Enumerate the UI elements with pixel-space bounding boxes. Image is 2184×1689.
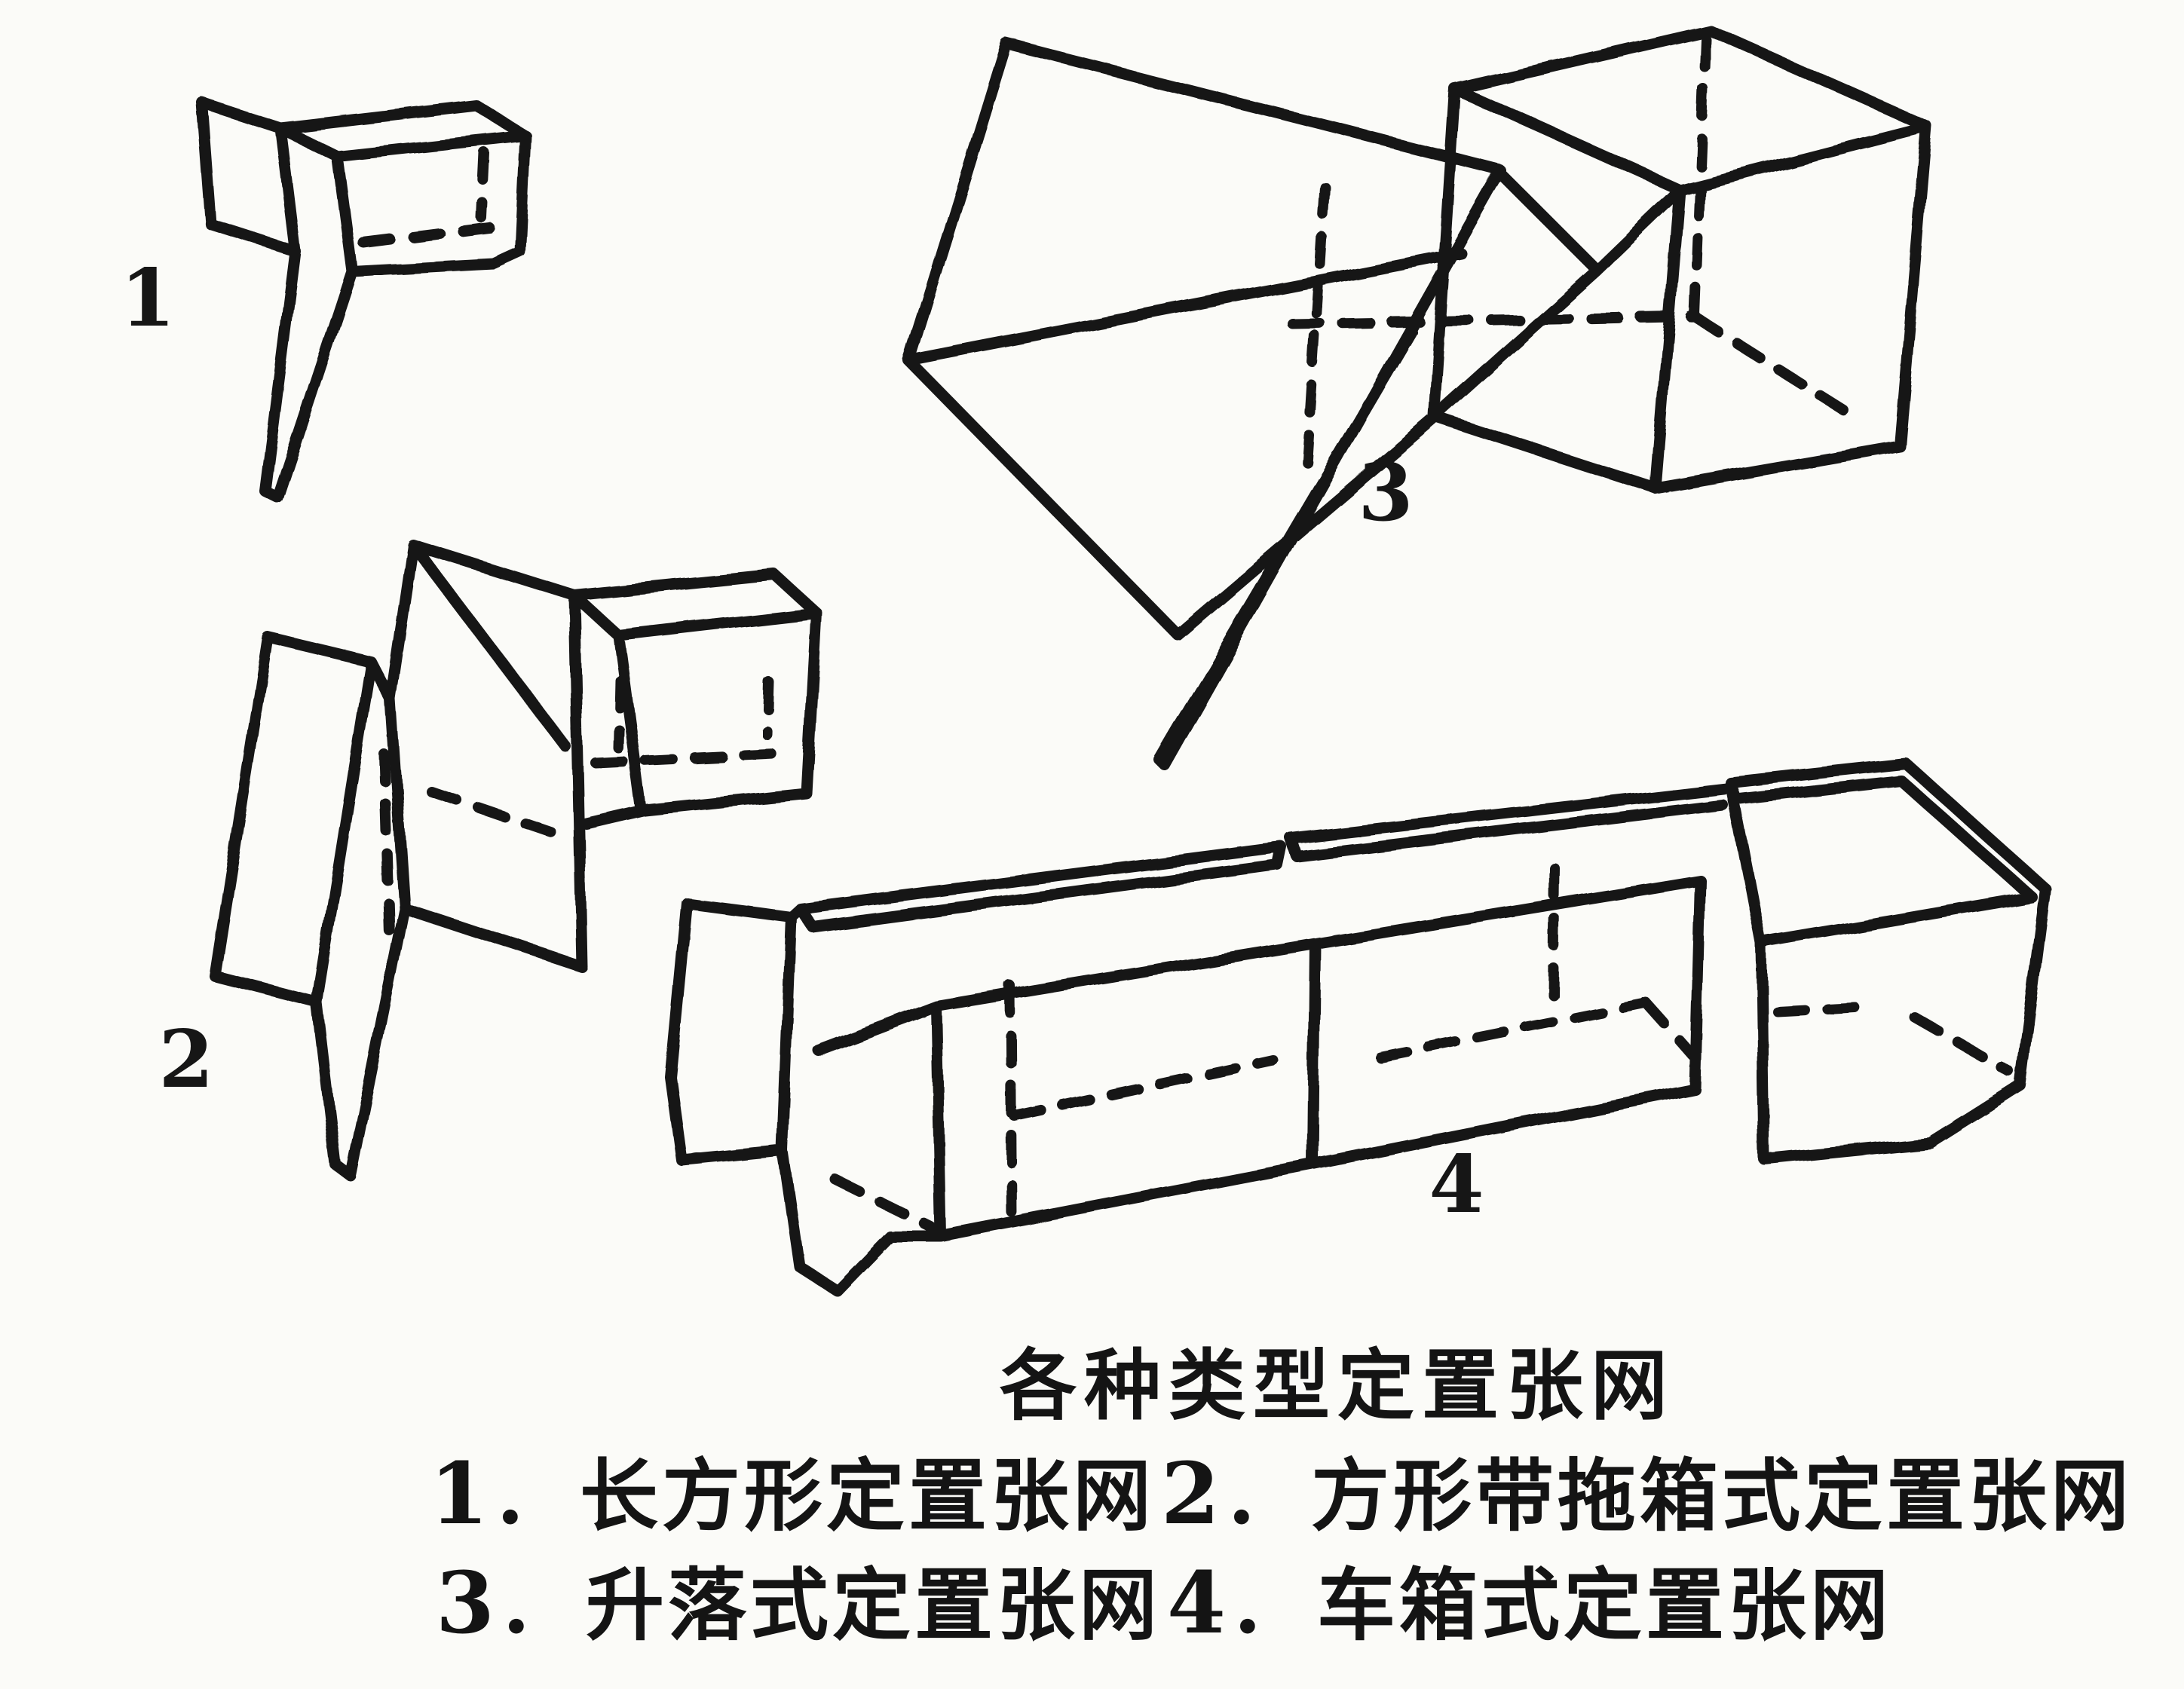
- legend-item-3-label: 升落式定置张网: [585, 1559, 1161, 1651]
- legend-item-4-number: 4: [1167, 1554, 1226, 1653]
- figure-1-number: 1: [120, 251, 175, 344]
- legend-item-2-separator: ．: [1222, 1450, 1305, 1542]
- figure-2-drawing: [209, 539, 822, 1182]
- legend-item-3: 3．升落式定置张网: [436, 1541, 1161, 1655]
- legend-item-1-number: 1: [430, 1445, 489, 1544]
- legend-item-2: 2．方形带拖箱式定置张网: [1161, 1432, 2133, 1546]
- figure-2-number: 2: [158, 1012, 213, 1106]
- figure-title: 各种类型定置张网: [1000, 1342, 1675, 1431]
- legend-item-2-number: 2: [1161, 1445, 1220, 1544]
- legend-item-1: 1．长方形定置张网: [430, 1432, 1155, 1546]
- legend-item-4: 4．车箱式定置张网: [1167, 1541, 1892, 1655]
- legend-item-1-label: 长方形定置张网: [579, 1450, 1155, 1542]
- legend-item-1-separator: ．: [491, 1450, 574, 1542]
- legend-item-4-label: 车箱式定置张网: [1316, 1559, 1892, 1651]
- legend-item-3-separator: ．: [497, 1559, 580, 1651]
- figure-4-drawing: [665, 757, 2051, 1296]
- figure-3-number: 3: [1358, 445, 1413, 539]
- figure-1-drawing: [196, 96, 531, 503]
- legend-item-3-number: 3: [436, 1554, 495, 1653]
- legend-item-4-separator: ．: [1228, 1559, 1311, 1651]
- figure-3-drawing: [902, 24, 1933, 771]
- figure-4-number: 4: [1429, 1137, 1484, 1231]
- legend-item-2-label: 方形带拖箱式定置张网: [1310, 1450, 2133, 1542]
